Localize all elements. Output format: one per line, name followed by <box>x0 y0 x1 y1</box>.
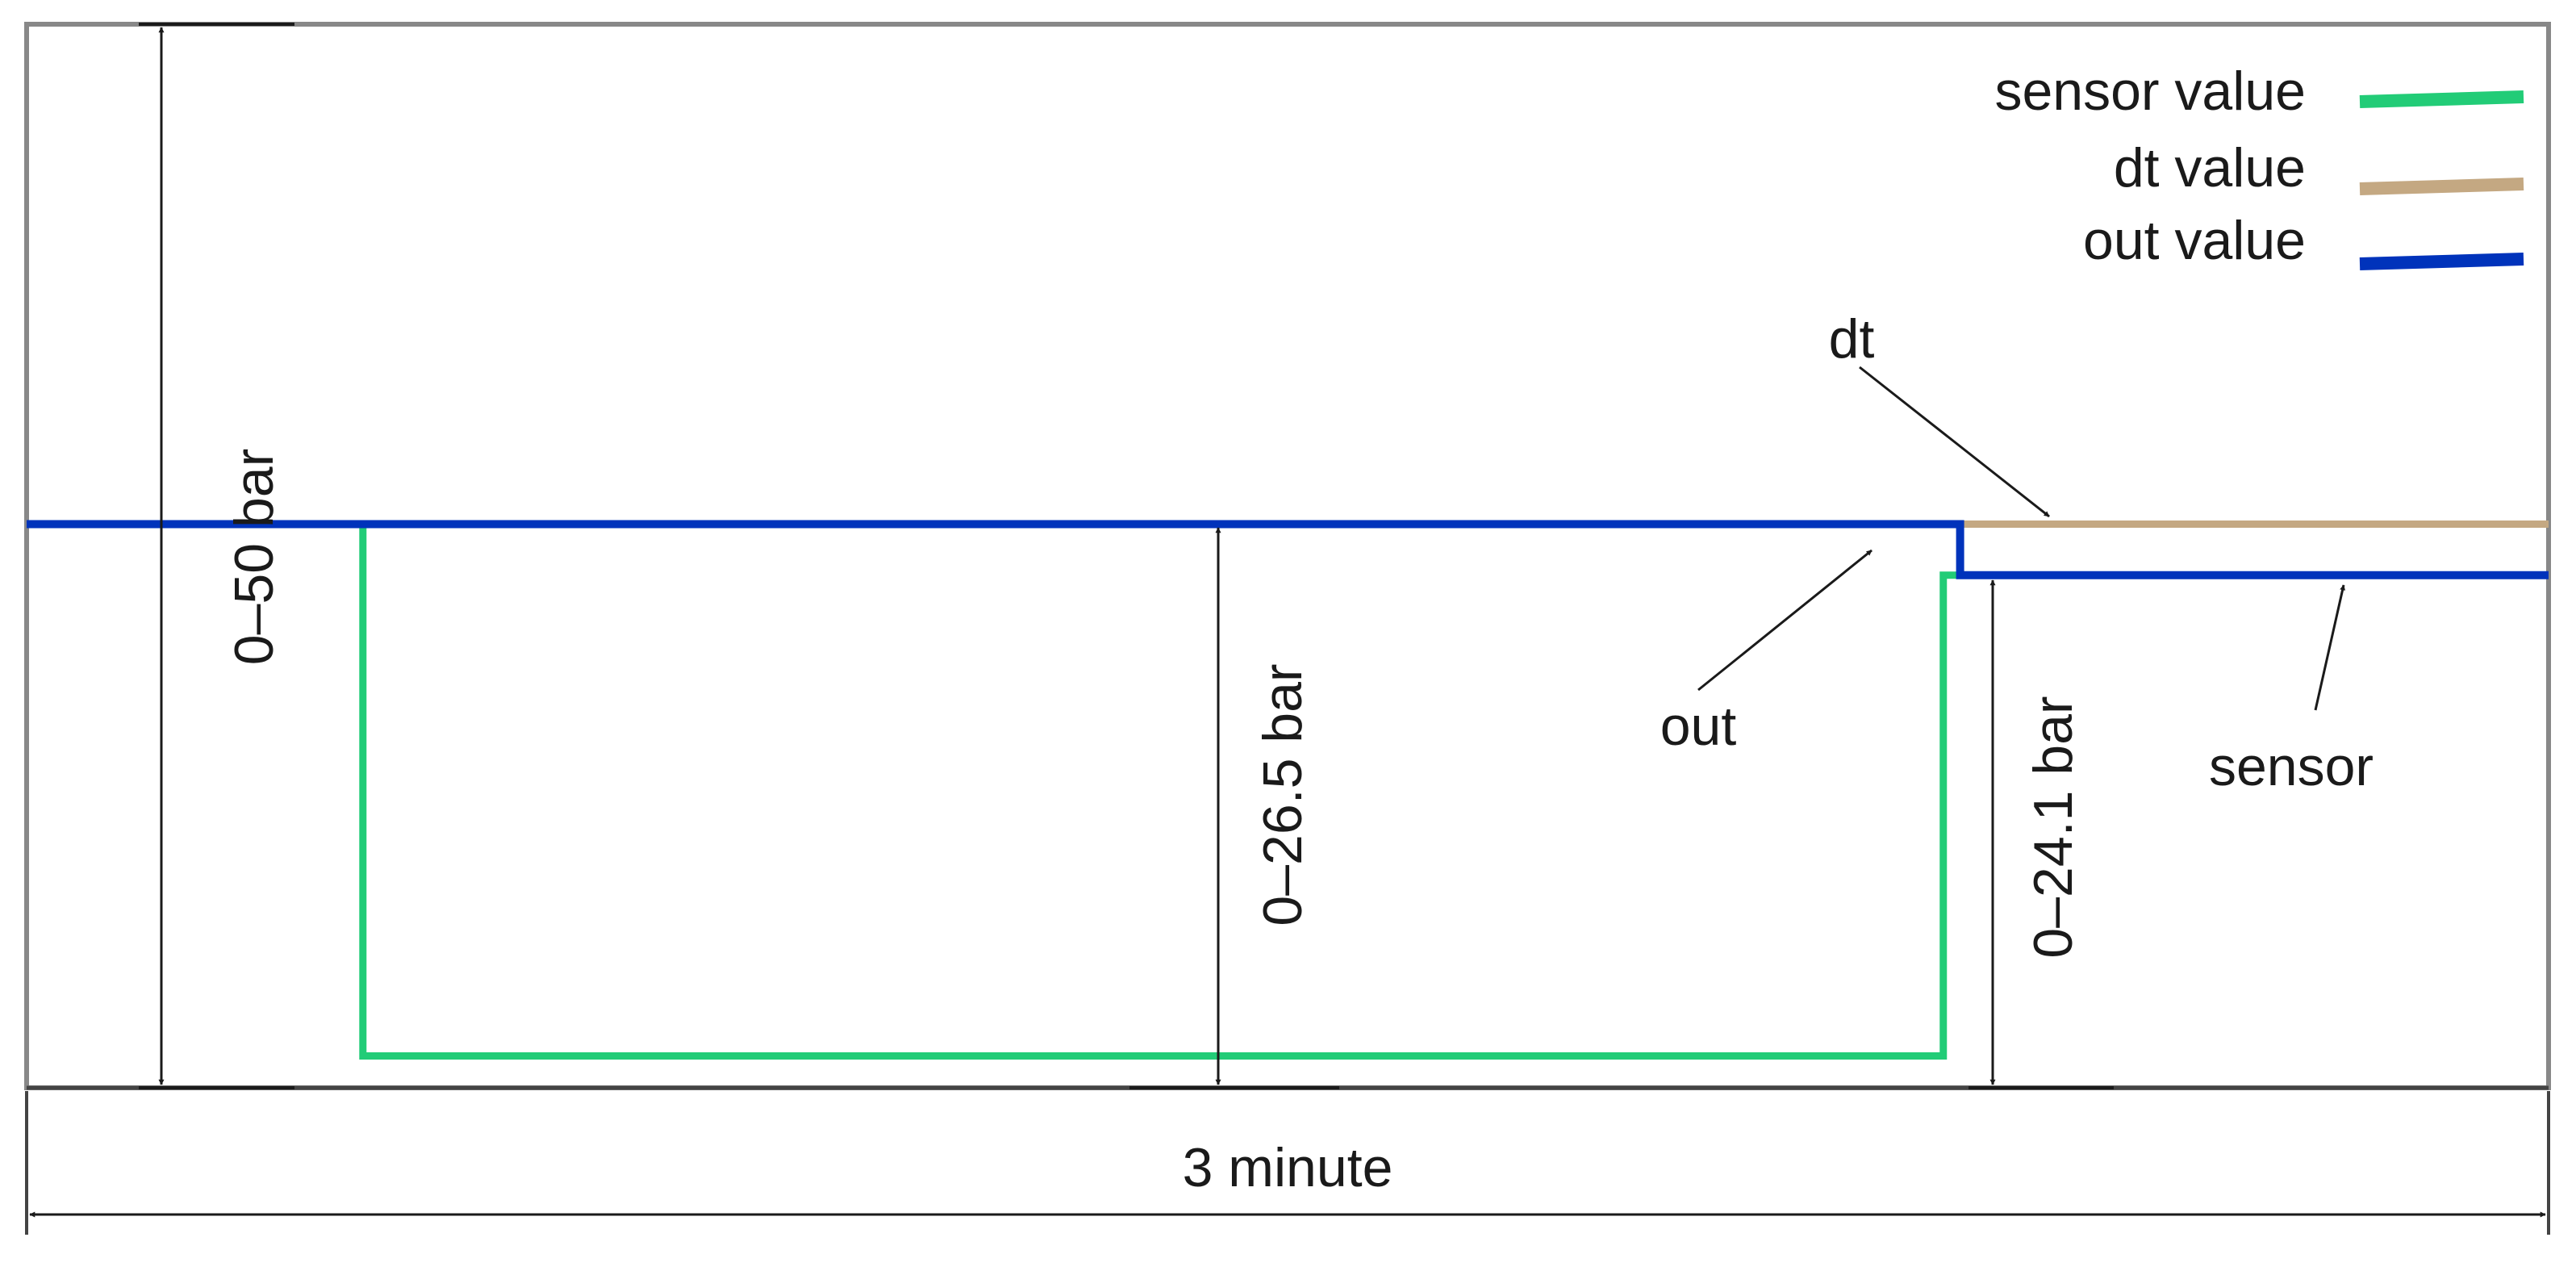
dimension-right-range: 0–24.1 bar <box>1969 579 2114 1089</box>
time-span-label: 3 minute <box>1183 1137 1393 1198</box>
legend-swatch-dt-value <box>2359 178 2524 195</box>
legend-swatch-out-value <box>2359 253 2524 270</box>
legend-swatch-sensor-value <box>2359 90 2524 108</box>
dimension-full-range: 0–50 bar <box>139 23 294 1089</box>
range-right-label: 0–24.1 bar <box>2023 696 2084 958</box>
callout-dt: dt <box>1829 308 2050 518</box>
legend-label-dt-value: dt value <box>2114 137 2306 199</box>
callout-dt-label: dt <box>1829 308 1875 370</box>
series-line-out-value <box>27 520 2549 579</box>
legend: sensor value dt value out value <box>1994 61 2524 271</box>
legend-label-out-value: out value <box>2083 210 2306 271</box>
callout-out: out <box>1660 549 1873 757</box>
range-mid-label: 0–26.5 bar <box>1252 663 1313 926</box>
range-full-label: 0–50 bar <box>223 449 285 665</box>
callout-sensor: sensor <box>2209 584 2374 797</box>
callout-out-label: out <box>1660 696 1737 757</box>
dimension-time-span: 3 minute <box>25 1091 2550 1235</box>
legend-label-sensor-value: sensor value <box>1994 61 2306 122</box>
series-group <box>27 520 2549 1060</box>
dimension-mid-range: 0–26.5 bar <box>1129 527 1339 1089</box>
callout-sensor-label: sensor <box>2209 736 2374 797</box>
